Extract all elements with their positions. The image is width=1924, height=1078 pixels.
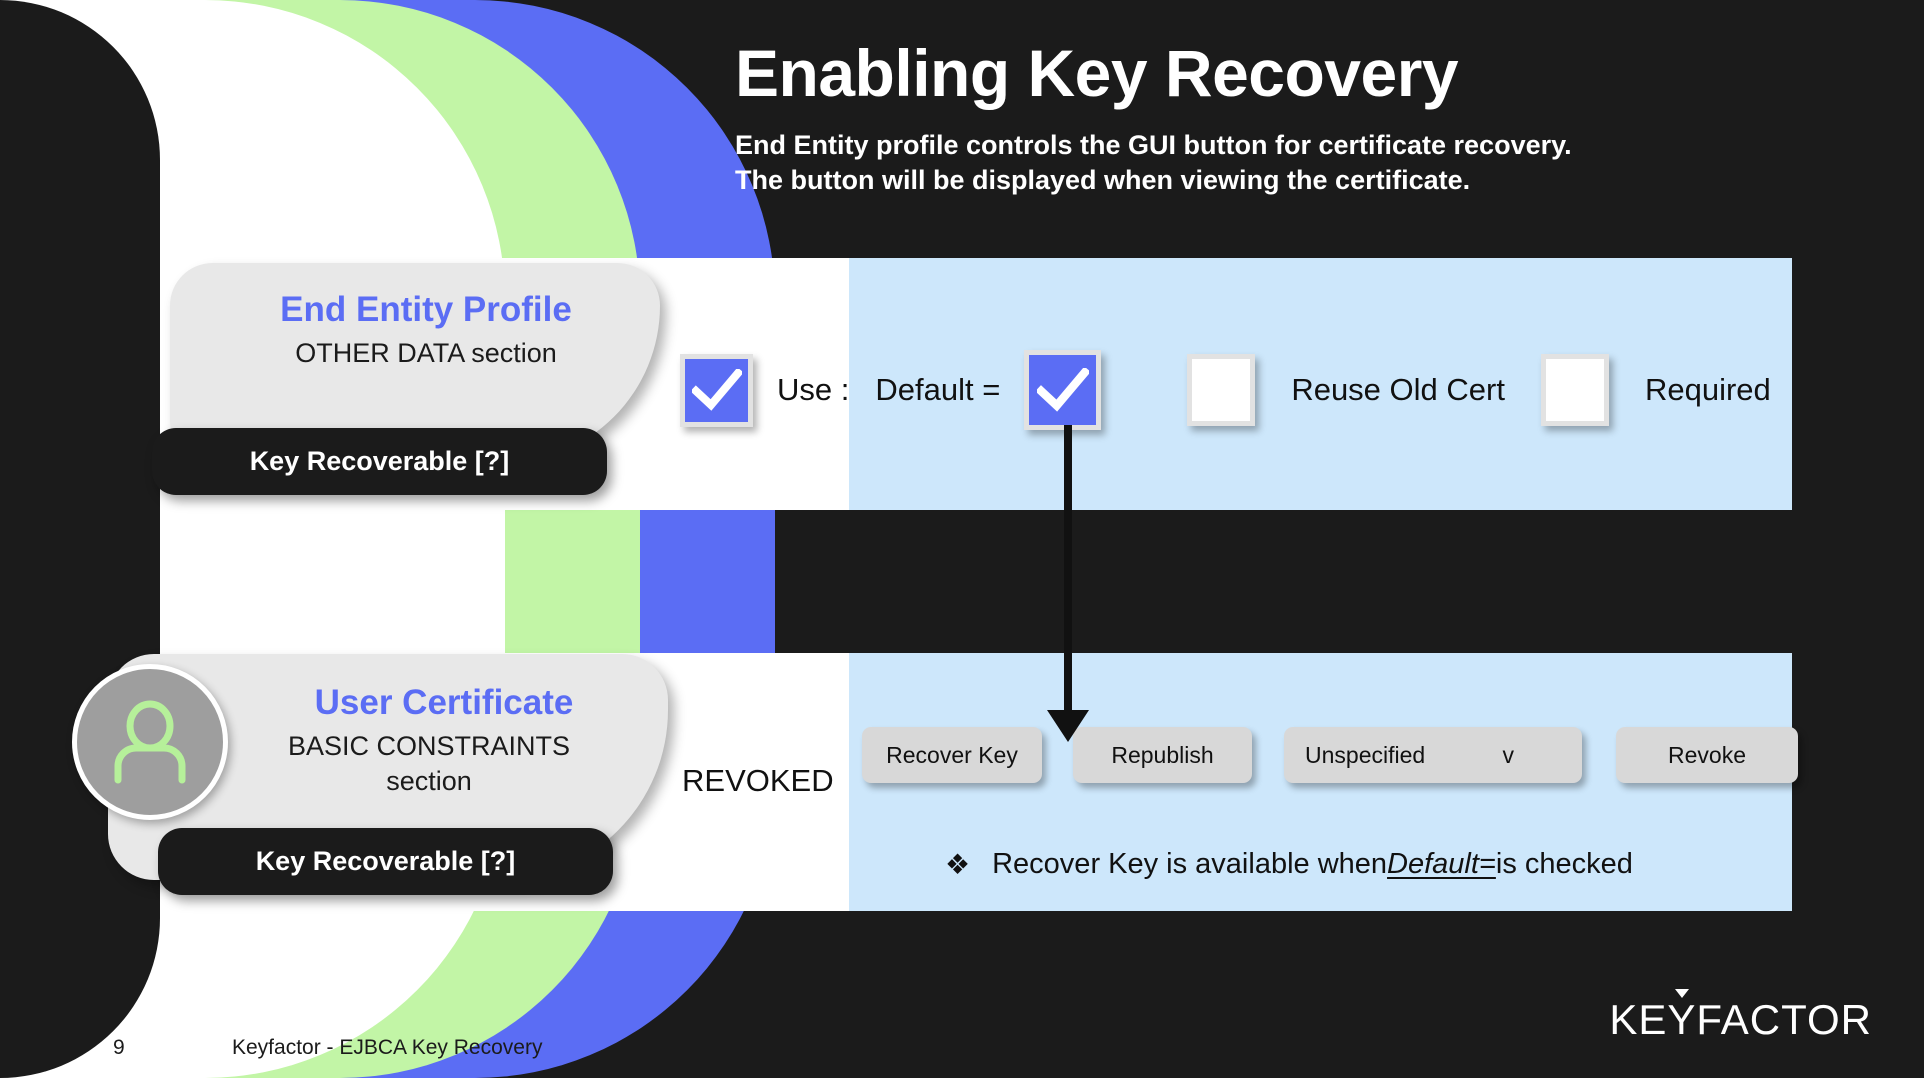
connector-arrowhead-icon bbox=[1047, 710, 1089, 742]
keyfactor-logo: KEYFACTOR bbox=[1609, 996, 1872, 1044]
checkbox-reuse-old-cert[interactable] bbox=[1187, 354, 1256, 426]
callout-title-end-entity-profile: End Entity Profile bbox=[280, 290, 572, 329]
footer-text: Keyfactor - EJBCA Key Recovery bbox=[232, 1036, 543, 1059]
connector-line bbox=[1064, 425, 1072, 725]
upper-blue-panel bbox=[849, 258, 1792, 510]
page-title: Enabling Key Recovery bbox=[735, 36, 1459, 110]
callout-subtitle-line-2: section bbox=[386, 765, 472, 796]
recover-key-button[interactable]: Recover Key bbox=[862, 727, 1042, 783]
logo-part-1: KE bbox=[1609, 996, 1668, 1043]
republish-button[interactable]: Republish bbox=[1073, 727, 1252, 783]
page-subtitle: End Entity profile controls the GUI butt… bbox=[735, 128, 1865, 197]
check-icon bbox=[691, 369, 742, 411]
callout-subtitle-line-1: BASIC CONSTRAINTS bbox=[287, 730, 571, 761]
revocation-reason-select[interactable]: Unspecified v bbox=[1284, 727, 1582, 783]
avatar bbox=[72, 664, 228, 820]
label-required: Required bbox=[1644, 372, 1771, 407]
key-recoverable-control-row: Use : Default = Reuse Old Cert Required bbox=[680, 350, 1771, 430]
status-badge-revoked: REVOKED bbox=[682, 763, 834, 798]
checkbox-use[interactable] bbox=[680, 353, 753, 427]
chevron-down-icon: v bbox=[1502, 741, 1515, 768]
logo-caron-letter: Y bbox=[1667, 996, 1697, 1043]
revocation-reason-value: Unspecified bbox=[1305, 741, 1426, 768]
subtitle-line-1: End Entity profile controls the GUI butt… bbox=[735, 130, 1572, 160]
check-icon bbox=[1036, 368, 1089, 412]
certificate-action-buttons: Recover Key Republish Unspecified v Revo… bbox=[862, 727, 1798, 783]
logo-part-2: FACTOR bbox=[1696, 996, 1872, 1043]
callout-title-user-certificate: User Certificate bbox=[314, 683, 574, 722]
callout-subtitle-basic-constraints: BASIC CONSTRAINTS section bbox=[108, 729, 668, 799]
user-icon bbox=[114, 700, 186, 784]
decorative-band-dark bbox=[0, 0, 160, 1078]
subtitle-line-2: The button will be displayed when viewin… bbox=[735, 164, 1471, 195]
note-suffix: is checked bbox=[1495, 848, 1633, 880]
note-recover-key-availability: ❖ Recover Key is available when Default=… bbox=[945, 848, 1633, 881]
pill-key-recoverable-upper: Key Recoverable [?] bbox=[152, 428, 607, 495]
slide-header: Enabling Key Recovery End Entity profile… bbox=[735, 40, 1865, 197]
note-emphasis: Default= bbox=[1387, 848, 1496, 880]
diamond-bullet-icon: ❖ bbox=[945, 849, 971, 880]
label-use: Use : bbox=[777, 372, 850, 407]
label-reuse-old-cert: Reuse Old Cert bbox=[1291, 372, 1505, 407]
checkbox-default[interactable] bbox=[1024, 350, 1102, 430]
page-number: 9 bbox=[113, 1036, 125, 1059]
checkbox-required[interactable] bbox=[1540, 354, 1609, 426]
label-default: Default = bbox=[875, 372, 1001, 407]
note-prefix: Recover Key is available when bbox=[992, 848, 1388, 880]
pill-key-recoverable-lower: Key Recoverable [?] bbox=[158, 828, 613, 895]
callout-subtitle-other-data: OTHER DATA section bbox=[295, 337, 557, 368]
revoke-button[interactable]: Revoke bbox=[1616, 727, 1798, 783]
